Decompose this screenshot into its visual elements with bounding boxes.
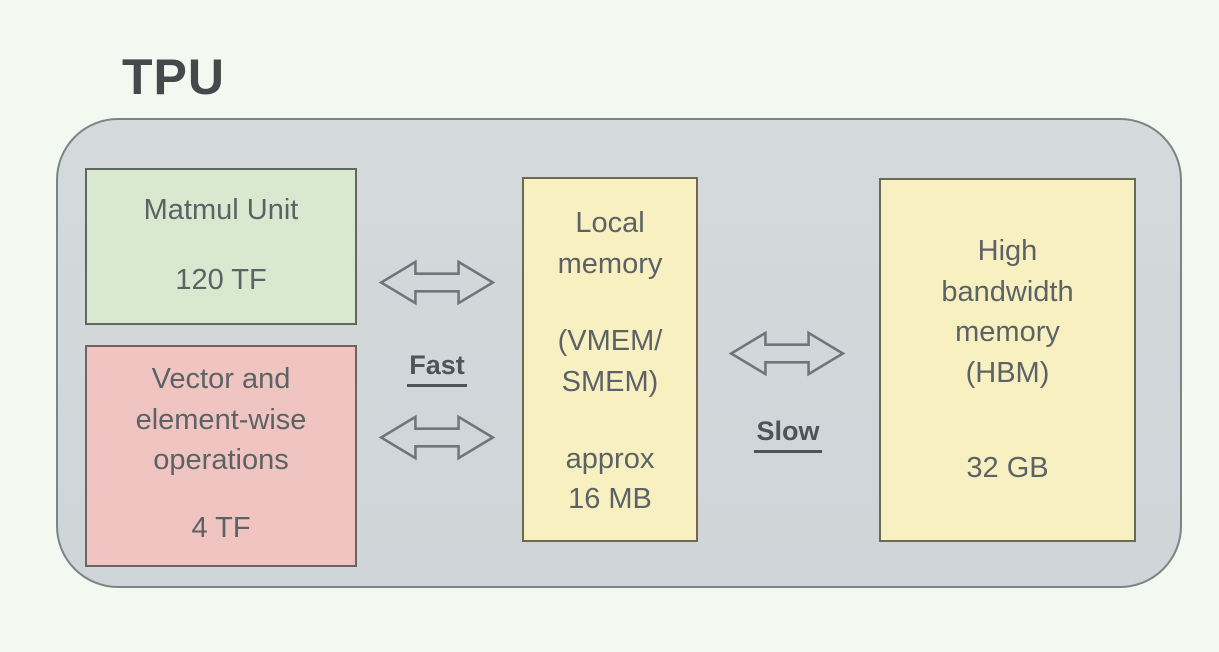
- slow-label: Slow: [728, 416, 848, 453]
- matmul-unit-label: Matmul Unit: [143, 194, 299, 226]
- hbm-box: High bandwidth memory (HBM) 32 GB: [879, 178, 1136, 542]
- diagram-title: TPU: [122, 49, 225, 105]
- vector-unit-throughput: 4 TF: [191, 512, 251, 545]
- vector-unit-box: Vector and element-wise operations 4 TF: [85, 345, 357, 567]
- vector-unit-label: Vector and element-wise operations: [135, 363, 307, 477]
- local-memory-type: (VMEM/ SMEM): [557, 324, 663, 398]
- local-memory-box: Local memory (VMEM/ SMEM) approx 16 MB: [522, 177, 698, 542]
- hbm-capacity: 32 GB: [966, 452, 1049, 485]
- tpu-chip-container: Matmul Unit 120 TF Vector and element-wi…: [56, 118, 1182, 588]
- local-memory-label: Local memory: [557, 207, 663, 280]
- double-arrow-icon: [378, 259, 496, 306]
- local-memory-capacity: approx 16 MB: [565, 442, 655, 516]
- matmul-unit-throughput: 120 TF: [175, 264, 267, 297]
- double-arrow-icon: [728, 330, 846, 377]
- matmul-unit-box: Matmul Unit 120 TF: [85, 168, 357, 325]
- double-arrow-icon: [378, 414, 496, 461]
- fast-label-text: Fast: [407, 350, 467, 387]
- slow-label-text: Slow: [754, 416, 822, 453]
- fast-label: Fast: [377, 350, 497, 387]
- hbm-label: High bandwidth memory (HBM): [941, 235, 1074, 389]
